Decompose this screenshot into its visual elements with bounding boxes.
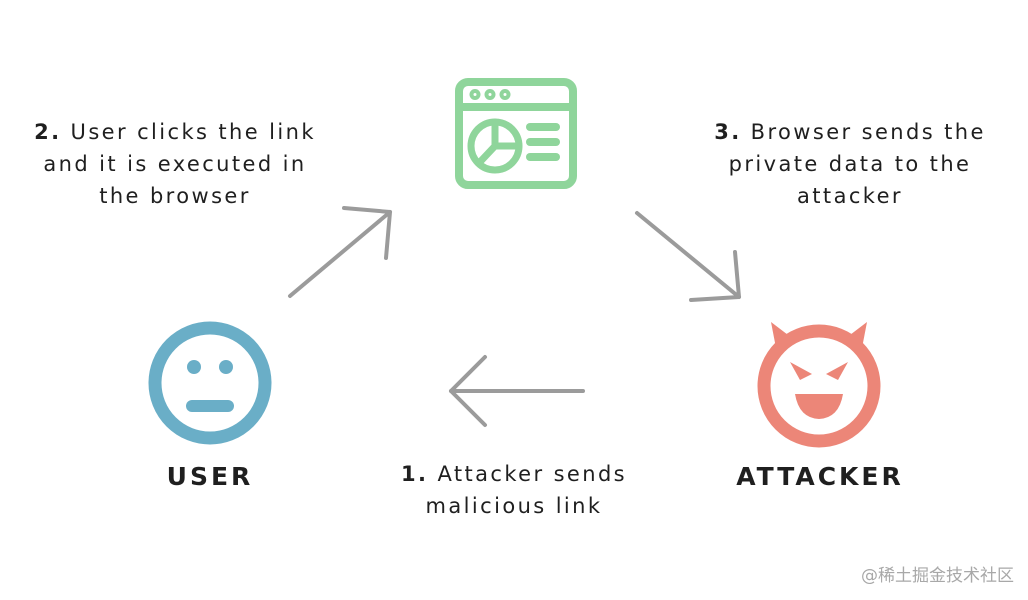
step-2-line-2: and it is executed in xyxy=(43,152,307,176)
step-2-number: 2. xyxy=(34,120,62,144)
step-1-line-1: Attacker sends xyxy=(437,462,628,486)
step-3-line-1: Browser sends the xyxy=(750,120,986,144)
step-2-line-1: User clicks the link xyxy=(70,120,316,144)
step-1-number: 1. xyxy=(400,462,429,486)
step-1-label: 1. Attacker sends malicious link xyxy=(372,458,656,522)
arrow-user-to-browser xyxy=(288,206,392,298)
user-caption: USER xyxy=(166,462,254,491)
attacker-caption: ATTACKER xyxy=(736,462,904,491)
step-2-line-3: the browser xyxy=(99,184,251,208)
devil-face-icon xyxy=(757,322,881,448)
browser-window-icon xyxy=(455,78,577,189)
watermark-text: @稀土掘金技术社区 xyxy=(861,566,1014,586)
step-2-label: 2. User clicks the link and it is execut… xyxy=(10,116,340,212)
step-3-label: 3. Browser sends the private data to the… xyxy=(690,116,1010,212)
step-3-line-3: attacker xyxy=(797,184,903,208)
arrow-attacker-to-user xyxy=(449,355,585,427)
step-1-line-2: malicious link xyxy=(425,494,603,518)
step-3-number: 3. xyxy=(714,120,742,144)
neutral-face-icon xyxy=(148,321,272,445)
arrow-browser-to-attacker xyxy=(635,211,741,302)
step-3-line-2: private data to the xyxy=(728,152,972,176)
